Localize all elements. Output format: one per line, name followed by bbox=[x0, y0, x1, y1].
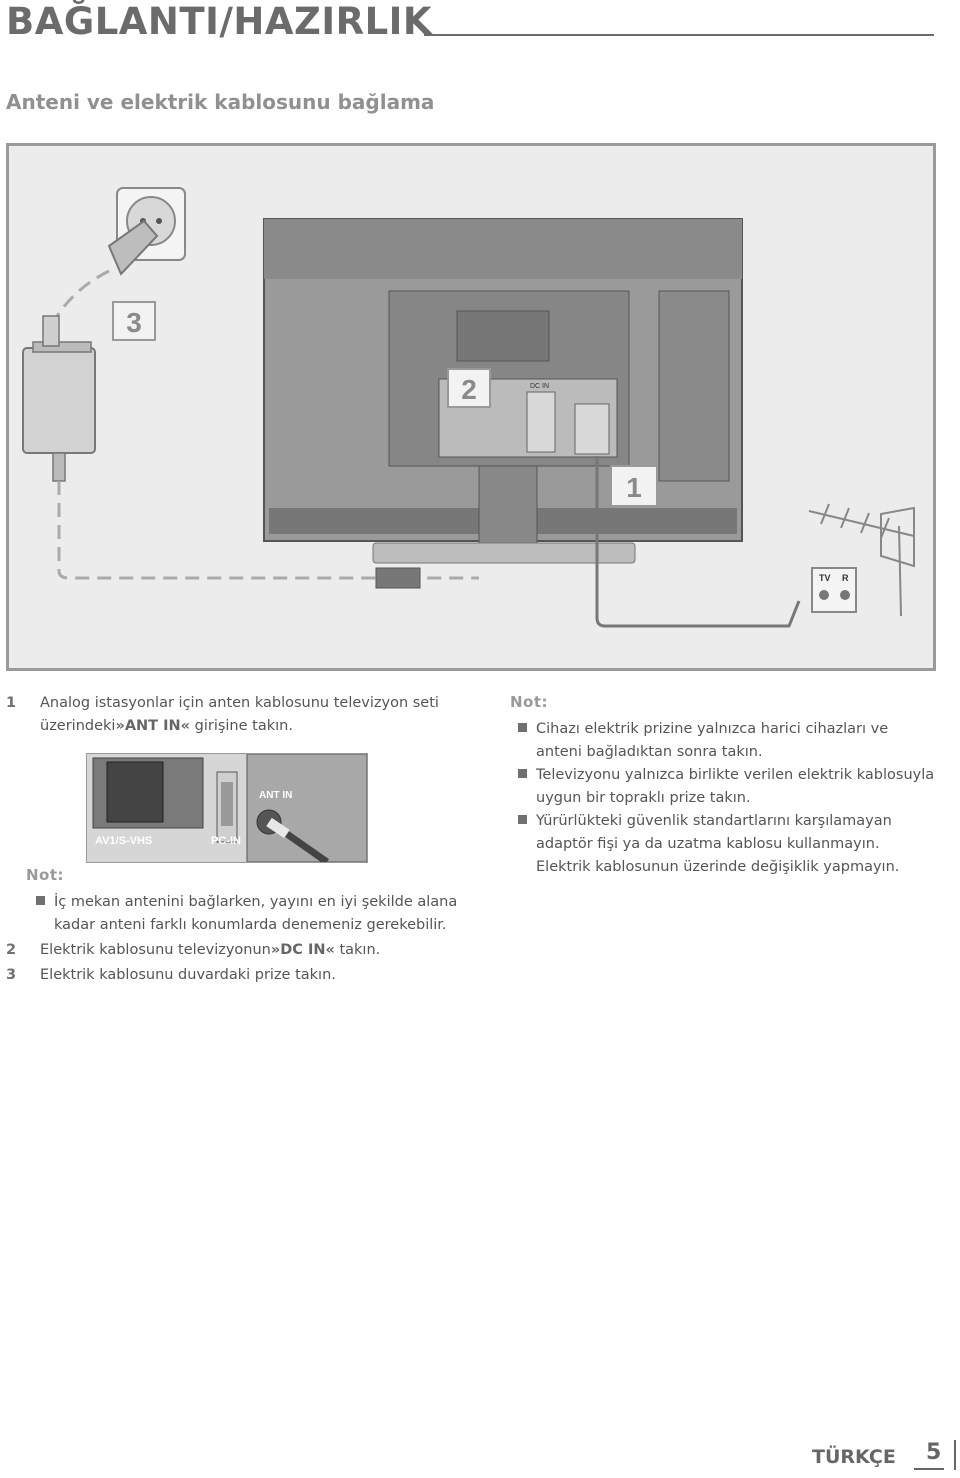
antenna-icon bbox=[808, 503, 915, 617]
note-item-2-text: Televizyonu yalnızca birlikte verilen el… bbox=[536, 767, 935, 806]
wall-socket-icon bbox=[107, 187, 186, 276]
connector-detail-illustration: AV1/S-VHS PC-IN ANT IN bbox=[87, 753, 368, 865]
ant-in-label: ANT IN bbox=[259, 790, 292, 801]
step-3-text: Elektrik kablosunu duvardaki prize takın… bbox=[40, 967, 336, 983]
note-item-1: Cihazı elektrik prizine yalnızca harici … bbox=[518, 718, 936, 764]
r-socket-label: R bbox=[842, 573, 849, 583]
note-item-1-text: Cihazı elektrik prizine yalnızca harici … bbox=[536, 721, 889, 760]
step-1: 1 Analog istasyonlar için anten kablosun… bbox=[6, 692, 446, 738]
callout-2-box bbox=[447, 368, 491, 408]
step-3-number: 3 bbox=[6, 967, 17, 983]
bullet-icon bbox=[518, 815, 527, 824]
step-2: 2 Elektrik kablosunu televizyonun»DC IN«… bbox=[6, 939, 446, 962]
callout-1: 1 bbox=[626, 472, 642, 503]
power-adapter-icon bbox=[22, 315, 96, 482]
note-item-text: İç mekan antenini bağlarken, yayını en i… bbox=[54, 894, 458, 933]
callout-2: 2 bbox=[461, 374, 477, 405]
step-3: 3 Elektrik kablosunu duvardaki prize tak… bbox=[6, 964, 446, 987]
note-item-2: Televizyonu yalnızca birlikte verilen el… bbox=[518, 764, 936, 810]
connector-detail-inset: AV1/S-VHS PC-IN ANT IN bbox=[86, 753, 368, 865]
page-title: BAĞLANTI/HAZIRLIK bbox=[6, 0, 433, 43]
step-2-text-end: takın. bbox=[334, 942, 381, 958]
ant-in-term: »ANT IN« bbox=[115, 718, 191, 734]
step-2-text: Elektrik kablosunu televizyonun bbox=[40, 942, 271, 958]
footer-vertical-rule bbox=[954, 1440, 956, 1470]
step-1-text-end: girişine takın. bbox=[190, 718, 293, 734]
connection-illustration: 3 DC IN 2 1 TV R bbox=[22, 187, 915, 628]
page-number: 5 bbox=[926, 1440, 942, 1465]
note-item-3: Yürürlükteki güvenlik standartlarını kar… bbox=[518, 810, 936, 879]
step-1-number: 1 bbox=[6, 695, 17, 711]
bullet-icon bbox=[518, 723, 527, 732]
bullet-icon bbox=[518, 769, 527, 778]
callout-1-box bbox=[610, 465, 658, 507]
callout-3: 3 bbox=[126, 307, 142, 338]
note-item-left: İç mekan antenini bağlarken, yayını en i… bbox=[36, 891, 474, 937]
note-list-right: Cihazı elektrik prizine yalnızca harici … bbox=[518, 718, 936, 879]
step-1-text: Analog istasyonlar için anten kablosunu … bbox=[40, 695, 439, 734]
antenna-wall-socket-icon bbox=[811, 567, 857, 613]
callout-3-box bbox=[112, 301, 156, 341]
section-heading: Anteni ve elektrik kablosunu bağlama bbox=[6, 90, 435, 114]
step-2-number: 2 bbox=[6, 942, 17, 958]
dc-in-label: DC IN bbox=[530, 383, 549, 390]
footer-language: TÜRKÇE bbox=[812, 1446, 896, 1468]
pc-in-label: PC-IN bbox=[211, 835, 241, 847]
note-item-3-text: Yürürlükteki güvenlik standartlarını kar… bbox=[536, 813, 900, 875]
tv-socket-label: TV bbox=[819, 573, 831, 583]
av-label: AV1/S-VHS bbox=[95, 835, 152, 847]
tv-back-icon: DC IN bbox=[263, 218, 743, 564]
dc-in-term: »DC IN« bbox=[270, 942, 335, 958]
connection-diagram: 3 DC IN 2 1 TV R bbox=[6, 143, 936, 671]
footer-rule bbox=[914, 1468, 944, 1470]
note-title-left: Not: bbox=[26, 866, 65, 884]
note-title-right: Not: bbox=[510, 693, 549, 711]
title-rule bbox=[424, 34, 934, 36]
bullet-icon bbox=[36, 896, 45, 905]
